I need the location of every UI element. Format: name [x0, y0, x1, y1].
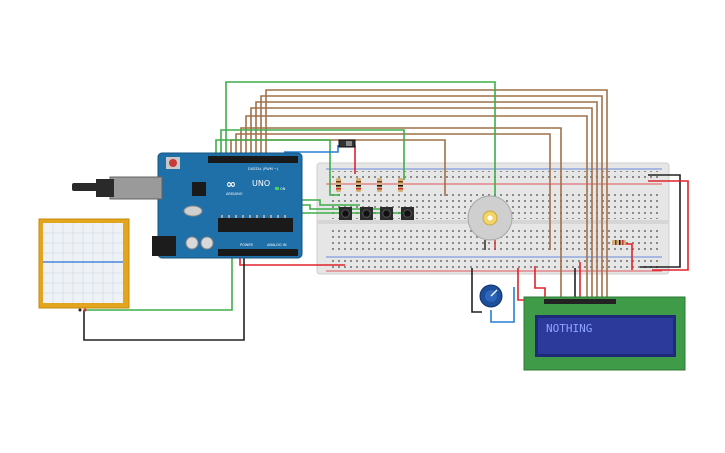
analog-label: ANALOG IN [267, 243, 287, 247]
push-button [339, 207, 352, 220]
usb-cable [72, 183, 98, 191]
resistor [398, 178, 403, 192]
usb-connector [109, 176, 163, 200]
push-button [360, 207, 373, 220]
on-label: ON [280, 187, 286, 191]
digital-label: DIGITAL (PWM ~) [248, 167, 279, 171]
arduino-logo: ∞ [226, 177, 236, 191]
push-button [380, 207, 393, 220]
push-buttons[interactable] [339, 207, 414, 220]
oscilloscope[interactable] [38, 218, 130, 312]
slide-switch[interactable] [338, 139, 356, 148]
resistor [356, 178, 361, 192]
atmega-chip [218, 218, 293, 232]
on-led [275, 187, 279, 190]
dc-motor[interactable] [467, 195, 513, 250]
power-wires [83, 145, 689, 341]
uno-label: UNO [252, 179, 270, 188]
power-jack [152, 236, 176, 256]
lcd-display: NOTHING [523, 296, 686, 371]
lcd-text: NOTHING [546, 322, 592, 335]
arduino-uno-board[interactable]: ∞ UNO ARDUINO DIGITAL (PWM ~) POWER ANAL… [72, 152, 303, 259]
power-label: POWER [240, 243, 254, 247]
resistors [336, 178, 626, 245]
resistor [612, 240, 626, 245]
digital-header [208, 156, 298, 163]
push-button [401, 207, 414, 220]
power-analog-header [218, 249, 298, 256]
resistor [377, 178, 382, 192]
reset-button [169, 159, 177, 167]
arduino-brand: ARDUINO [226, 192, 243, 196]
resistor [336, 178, 341, 192]
potentiometer[interactable] [479, 284, 503, 308]
